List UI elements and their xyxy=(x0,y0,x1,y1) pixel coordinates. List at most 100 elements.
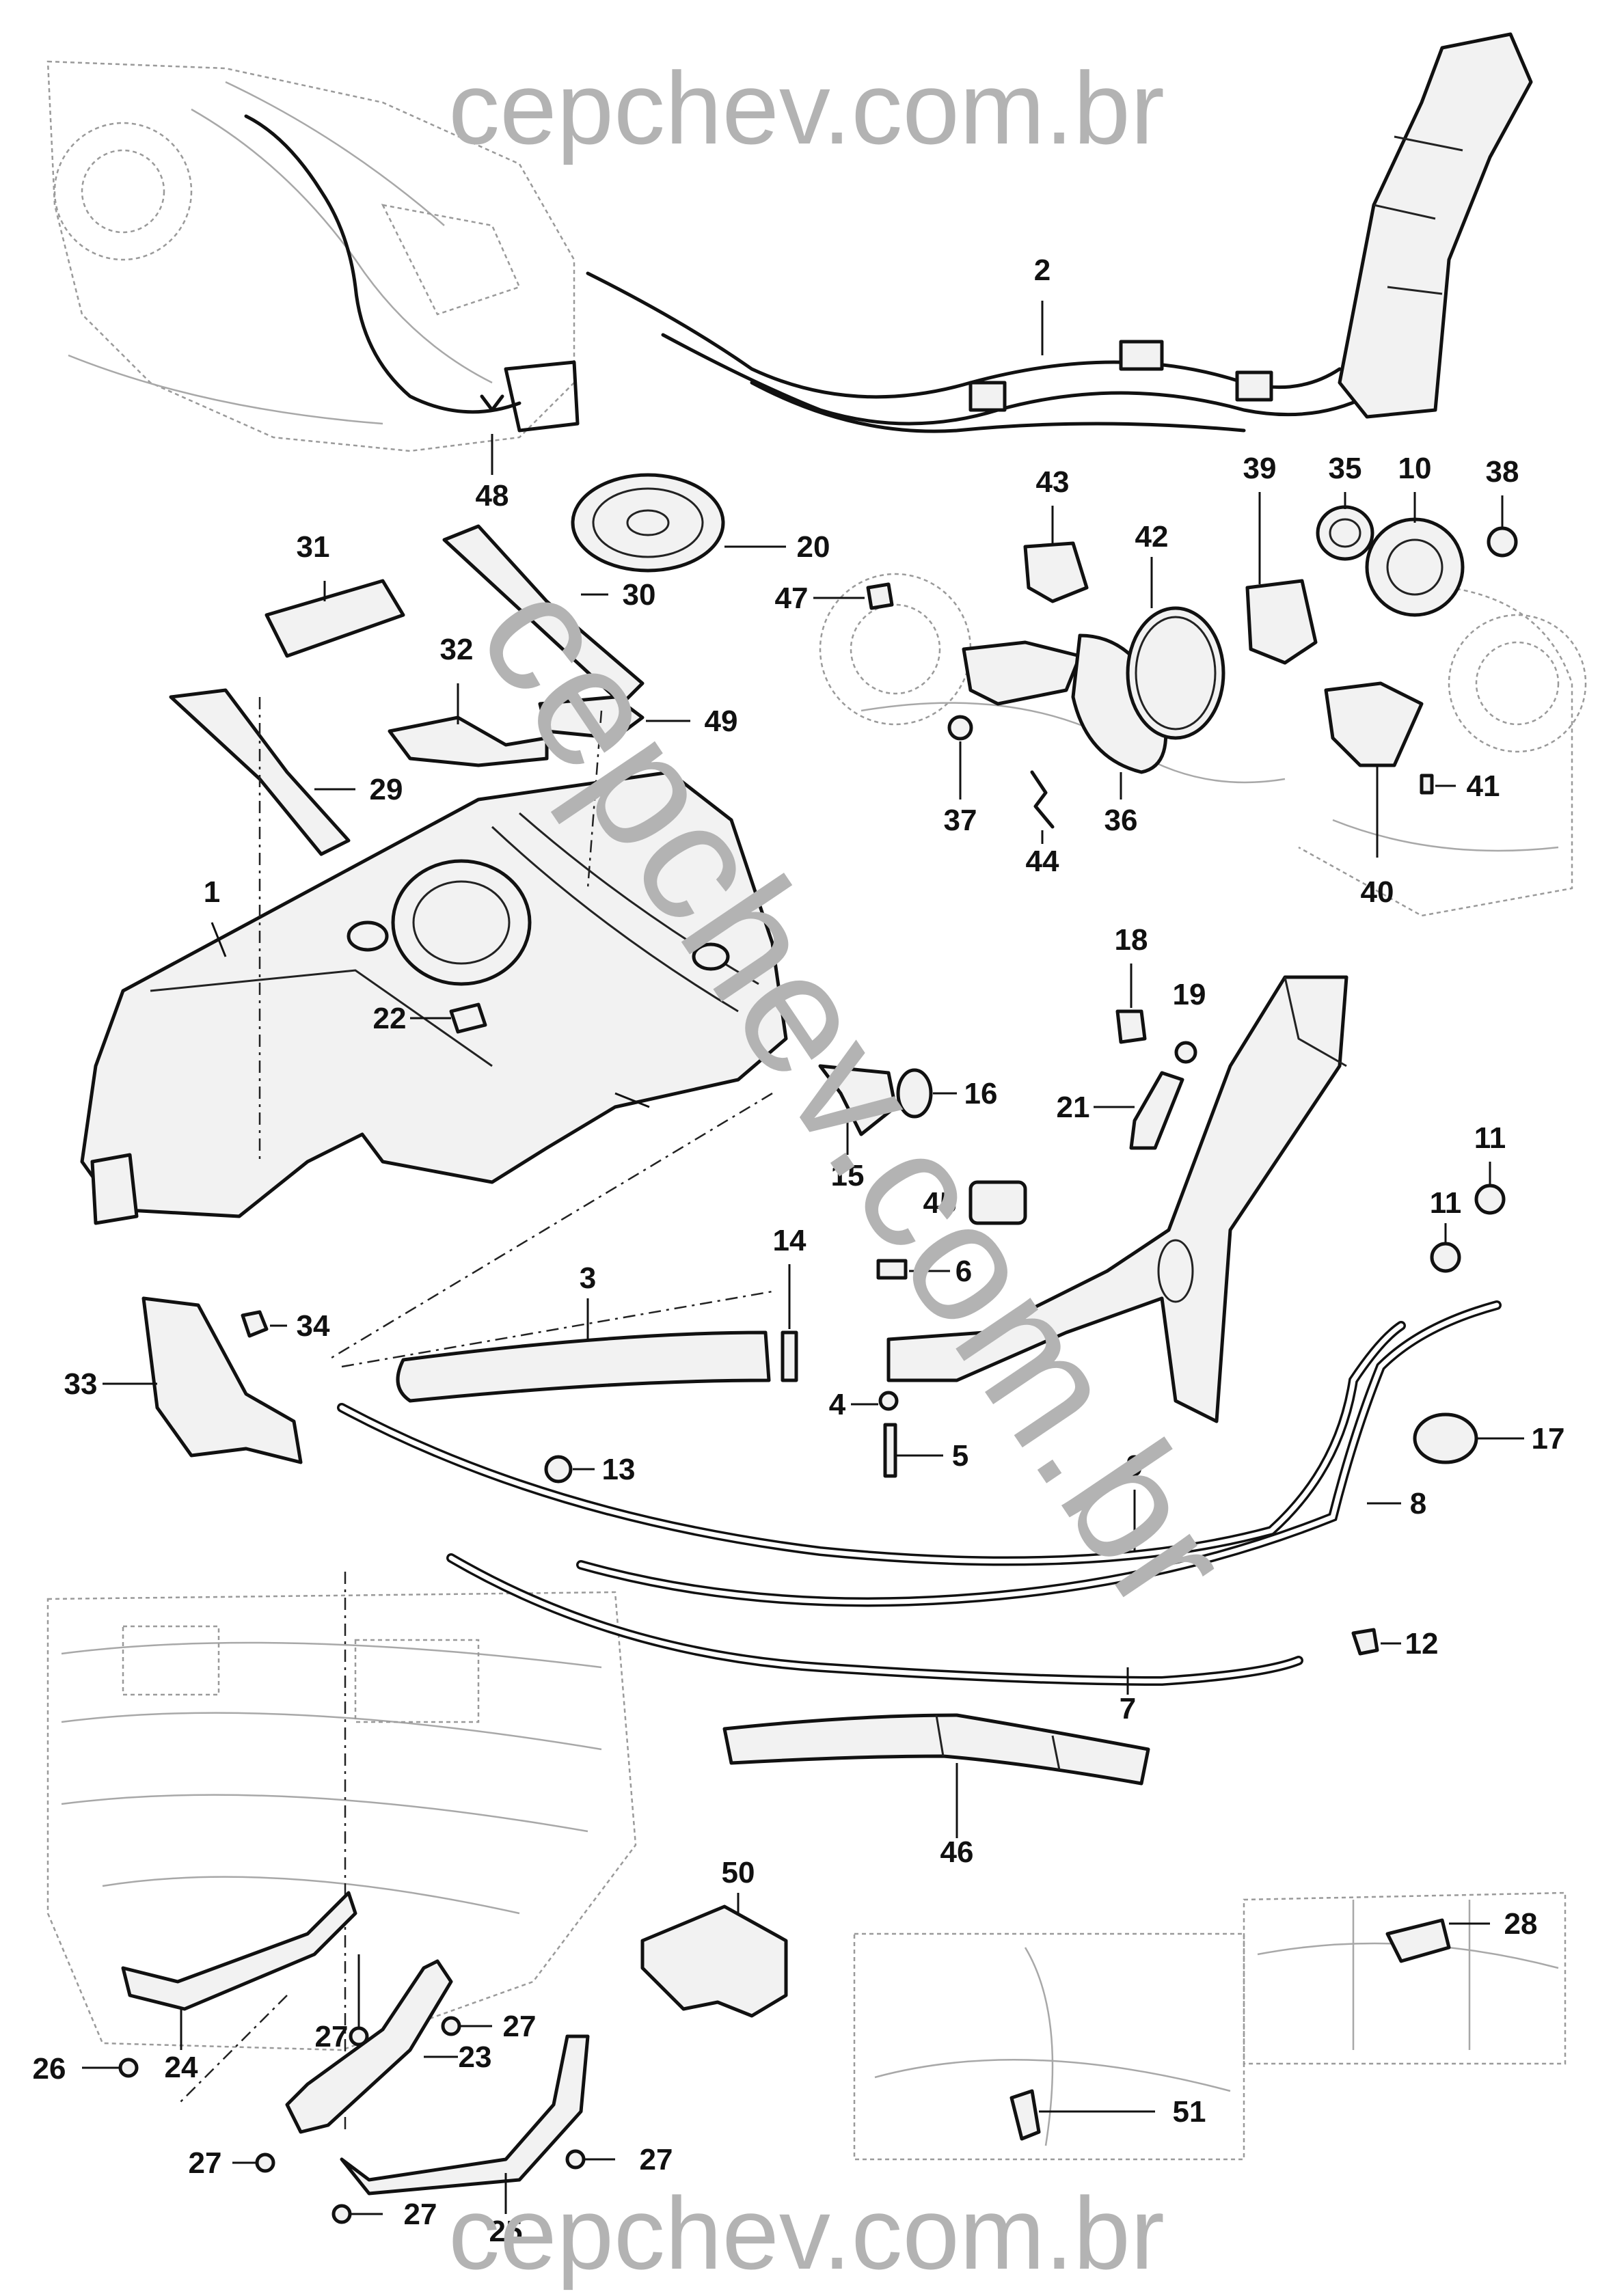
callout-44: 44 xyxy=(1026,845,1059,878)
part-37-hinge xyxy=(947,640,1082,800)
part-35-cap xyxy=(1316,505,1374,561)
callout-2: 2 xyxy=(1034,254,1051,287)
part-27-bolt-a xyxy=(349,1954,369,2047)
filler-pipe-lower xyxy=(886,975,1348,1423)
part-11-clamp-a xyxy=(1474,1162,1506,1215)
part-22-valve xyxy=(410,1002,487,1034)
part-27-bolt-b xyxy=(441,2016,492,2036)
callout-27-d: 27 xyxy=(189,2146,222,2180)
part-44-spring xyxy=(1030,770,1055,844)
part-38-seal xyxy=(1487,526,1518,558)
callout-4: 4 xyxy=(829,1388,846,1421)
part-5-bolt xyxy=(883,1423,943,1478)
callout-43: 43 xyxy=(1036,465,1070,499)
callout-22: 22 xyxy=(373,1002,407,1035)
part-17-clamp xyxy=(1413,1412,1524,1464)
part-49-bracket xyxy=(538,695,645,740)
callout-37: 37 xyxy=(944,804,977,837)
callout-35: 35 xyxy=(1329,452,1362,485)
callout-18: 18 xyxy=(1115,923,1148,957)
callout-29: 29 xyxy=(370,773,403,806)
callout-30: 30 xyxy=(623,578,656,612)
callout-32: 32 xyxy=(440,633,474,666)
part-10-cap-ring xyxy=(1365,517,1465,617)
callout-27-c: 27 xyxy=(640,2143,673,2176)
callout-17: 17 xyxy=(1532,1422,1565,1456)
part-45-clamp xyxy=(968,1180,1027,1225)
part-39-actuator xyxy=(1245,492,1318,665)
callout-20: 20 xyxy=(797,530,830,564)
part-48-vent-line xyxy=(244,114,580,433)
part-43-housing xyxy=(1023,506,1089,603)
part-41-screw xyxy=(1420,774,1456,795)
part-31-pad xyxy=(265,579,405,658)
callout-9: 9 xyxy=(1126,1449,1143,1483)
vehicle-context-sketch-top-left xyxy=(46,60,575,452)
callout-33: 33 xyxy=(64,1367,98,1401)
part-4-washer xyxy=(851,1391,899,1411)
part-28-bracket xyxy=(1385,1918,1490,1963)
part-3-hose xyxy=(396,1298,771,1403)
part-14-clamp xyxy=(781,1264,798,1382)
callout-47: 47 xyxy=(775,582,809,615)
callout-23: 23 xyxy=(459,2040,492,2074)
callout-48: 48 xyxy=(476,479,509,512)
callout-3: 3 xyxy=(580,1261,596,1295)
callout-36: 36 xyxy=(1104,804,1138,837)
callout-28: 28 xyxy=(1504,1907,1538,1941)
callout-13: 13 xyxy=(602,1453,636,1486)
callout-49: 49 xyxy=(705,705,738,738)
part-21-tube xyxy=(1094,1071,1184,1150)
vehicle-context-sketch-right xyxy=(1298,586,1587,917)
watermarks: cepchev.com.br cepchev.com.br cepchev.co… xyxy=(443,51,1269,2291)
part-line-leaders xyxy=(1126,1490,1401,1695)
callout-11-a: 11 xyxy=(1474,1121,1506,1155)
callout-42: 42 xyxy=(1135,520,1169,554)
callout-26: 26 xyxy=(33,2052,66,2086)
callout-50: 50 xyxy=(722,1856,755,1889)
part-27-bolt-e xyxy=(331,2204,383,2224)
callout-1: 1 xyxy=(204,875,220,909)
part-25-strap xyxy=(340,2034,590,2214)
callout-31: 31 xyxy=(297,530,330,564)
callout-labels: 1 2 3 4 5 6 7 8 9 10 11 11 12 13 14 15 1… xyxy=(33,254,1565,2248)
part-6-nut xyxy=(876,1259,950,1280)
part-24-strap xyxy=(121,1891,357,2050)
upper-leaders xyxy=(211,301,1504,957)
callout-5: 5 xyxy=(952,1439,968,1473)
part-42-seal-ring xyxy=(1126,557,1225,740)
part-15-elbow xyxy=(818,1064,897,1136)
callout-39: 39 xyxy=(1243,452,1277,485)
callout-11-b: 11 xyxy=(1430,1186,1462,1220)
part-47-clip xyxy=(813,582,894,610)
part-9-line xyxy=(576,1300,1502,1607)
callout-34: 34 xyxy=(297,1309,330,1343)
callout-40: 40 xyxy=(1361,875,1394,909)
part-30-strap xyxy=(442,524,645,706)
callout-27-e: 27 xyxy=(404,2198,437,2231)
part-leader-15-16 xyxy=(614,1092,957,1155)
callout-41: 41 xyxy=(1467,769,1500,803)
part-27-bolt-c xyxy=(565,2149,615,2170)
part-8-line xyxy=(337,1321,1406,1566)
callout-46: 46 xyxy=(940,1835,974,1869)
callout-27-b: 27 xyxy=(503,2010,537,2043)
part-1-fuel-tank xyxy=(80,770,788,1225)
part-20-seal-plate xyxy=(571,473,725,573)
part-32-pad xyxy=(388,715,549,767)
callout-25: 25 xyxy=(489,2215,523,2248)
callout-45: 45 xyxy=(923,1186,957,1220)
alignment-lines xyxy=(177,697,773,2132)
part-11-clamp-b xyxy=(1430,1223,1461,1273)
callout-27-a: 27 xyxy=(315,2020,349,2053)
callout-12: 12 xyxy=(1405,1627,1439,1660)
watermark-top: cepchev.com.br xyxy=(448,51,1165,165)
part-34-nut xyxy=(241,1310,287,1338)
callout-38: 38 xyxy=(1486,455,1519,489)
callout-16: 16 xyxy=(964,1077,998,1110)
part-18-valve xyxy=(1115,964,1147,1044)
callout-19: 19 xyxy=(1173,978,1206,1011)
part-16-seal xyxy=(896,1068,933,1119)
callout-15: 15 xyxy=(831,1159,865,1192)
